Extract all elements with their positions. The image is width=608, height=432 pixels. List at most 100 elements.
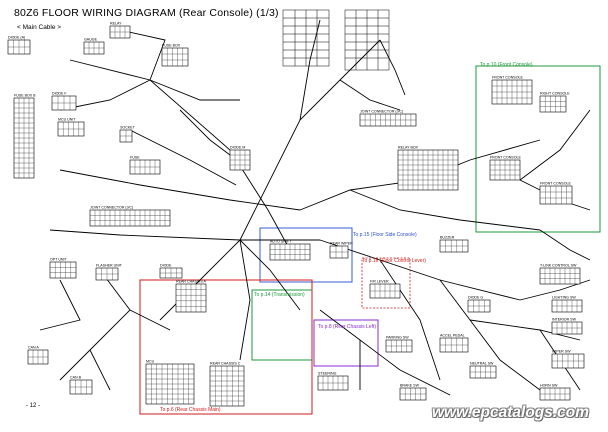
connector-blocks: DIODE (A) GAUGE RELAY FUSE BOX FUSE BOX B DIO… <box>7 22 585 407</box>
connector-label: DIODE <box>160 264 172 268</box>
connector-c33: NEUTRAL SW <box>469 362 497 379</box>
site-watermark: www.epcatalogs.com <box>432 404 590 421</box>
connector-label: REAR CHASSIS C <box>210 362 241 366</box>
connector-c16: FLASHER UNIT <box>95 264 123 281</box>
note-rear-chassis-left: To p.8 (Rear Chassis Left) <box>318 324 376 330</box>
connector-c10: JOINT CONNECTOR (J/C) <box>359 110 417 127</box>
connector-c17: DIODE <box>159 264 183 279</box>
connector-label: GAUGE <box>84 38 98 42</box>
rear-chassis-left-region <box>313 319 379 367</box>
connector-label: FRONT CONSOLE <box>492 76 523 80</box>
connector-c35: BRAKE SW <box>399 384 427 401</box>
connector-label: BUZZER <box>440 236 455 240</box>
note-transmission: To p.14 (Transmission) <box>254 292 305 298</box>
transmission-region <box>251 289 313 361</box>
floor-side-console-region <box>259 227 353 283</box>
connector-label: RIGHT CONSOLE <box>540 92 570 96</box>
connector-c12: FRONT CONSOLE <box>489 156 521 181</box>
connector-c8: FRONT CONSOLE <box>491 76 533 105</box>
connector-label: LIGHTING SW <box>552 296 576 300</box>
connector-c14: JOINT CONNECTOR (J/C) <box>89 206 171 227</box>
connector-c39: REAR WIPER <box>329 242 353 259</box>
connector-label: AUTO SHIFT <box>270 240 292 244</box>
connector-label: OPT UNIT <box>50 258 68 262</box>
connector-label: DIODE F <box>52 92 67 96</box>
connector-c1: DIODE (A) <box>7 36 31 55</box>
connector-label: FLASHER UNIT <box>96 264 123 268</box>
connector-c40: BUZZER <box>439 236 469 253</box>
connector-label: STEERING <box>318 372 337 376</box>
connector-label: CAN B <box>70 376 82 380</box>
note-floor-control-lever: To p.16 (Floor Control Lever) <box>362 258 426 264</box>
connector-label: NEUTRAL SW <box>470 362 494 366</box>
connector-label: BRAKE SW <box>400 384 420 388</box>
connector-c25: INTERIOR SW <box>551 318 583 335</box>
connector-c27: HORN SW <box>539 384 571 401</box>
front-console-region <box>475 65 601 233</box>
fuse-block-right <box>344 9 390 71</box>
connector-c38: AUTO SHIFT <box>269 240 311 261</box>
connector-c30: CAN B <box>69 376 93 395</box>
connector-body <box>161 47 189 67</box>
connector-c3: RELAY <box>109 22 131 39</box>
connector-label: FUSE BOX <box>162 44 181 48</box>
note-rear-chassis-main: To p.6 (Rear Chassis Main) <box>160 407 221 413</box>
page-subtitle: < Main Cable > <box>17 24 62 31</box>
connector-c34: STEERING <box>317 372 349 391</box>
page-title: 80Z6 FLOOR WIRING DIAGRAM (Rear Console)… <box>14 7 279 19</box>
page-number: - 12 - <box>26 403 41 409</box>
connector-c18: OPT UNIT <box>49 258 77 279</box>
connector-label: FUSE <box>130 156 140 160</box>
connector-label: RELAY BOX <box>398 146 419 150</box>
connector-label: HORN SW <box>540 384 558 388</box>
rear-chassis-main-region <box>139 279 313 415</box>
connector-label: INTERIOR SW <box>552 318 577 322</box>
connector-label: RELAY <box>110 22 122 26</box>
connector-c24: LIGHTING SW <box>551 296 583 313</box>
connector-c6: DIODE F <box>51 92 77 111</box>
connector-c37: F/R LEVER <box>369 280 401 299</box>
connector-c32: ACCEL PEDAL <box>439 334 469 353</box>
connector-c26: WIPER SW <box>551 350 585 369</box>
connector-c11: RELAY BOX <box>397 146 459 191</box>
connector-label: CAN A <box>28 346 39 350</box>
note-floor-side-console: To p.15 (Floor Side Console) <box>353 232 417 238</box>
connector-label: T-LINK CONTROL SW <box>540 264 577 268</box>
connector-label: DIODE G <box>468 296 483 300</box>
connector-c28: SOCKET <box>119 126 136 143</box>
connector-label: MCU <box>146 360 155 364</box>
connector-c5: FUSE BOX B <box>13 94 36 179</box>
connector-label: FRONT CONSOLE <box>540 182 571 186</box>
fuse-block-left <box>282 9 330 67</box>
connector-label: WIPER SW <box>552 350 571 354</box>
wiring-harness <box>39 19 591 396</box>
connector-label: JOINT CONNECTOR (J/C) <box>360 110 403 114</box>
connector-c13: FRONT CONSOLE <box>539 182 573 205</box>
connector-label: FRONT CONSOLE <box>490 156 521 160</box>
connector-label: FUSE BOX B <box>14 94 36 98</box>
connector-body <box>49 261 77 279</box>
connector-c15: FUSE <box>129 156 161 175</box>
connector-label: MCU UNIT <box>58 118 76 122</box>
connector-c22: DIODE M <box>229 146 251 171</box>
connector-c20: REAR CHASSIS C <box>209 362 245 407</box>
connector-c4: FUSE BOX <box>161 44 189 67</box>
connector-label: SOCKET <box>120 126 136 130</box>
connector-c21: MCU <box>145 360 195 405</box>
connector-label: REAR CHASSIS A <box>176 280 207 284</box>
connector-label: ACCEL PEDAL <box>440 334 465 338</box>
connector-c19: REAR CHASSIS A <box>175 280 207 313</box>
connector-c7: MCU UNIT <box>57 118 85 137</box>
connector-c29: CAN A <box>27 346 49 365</box>
note-front-console: To p.10 (Front Console) <box>480 62 533 68</box>
connector-label: JOINT CONNECTOR (J/C) <box>90 206 133 210</box>
connector-c23: T-LINK CONTROL SW <box>539 264 581 285</box>
connector-c9: RIGHT CONSOLE <box>539 92 570 113</box>
connector-body <box>539 95 567 113</box>
connector-label: PARKING SW <box>386 336 409 340</box>
connector-c2: GAUGE <box>83 38 105 55</box>
connector-c36: DIODE G <box>467 296 491 313</box>
connector-label: DIODE M <box>230 146 245 150</box>
